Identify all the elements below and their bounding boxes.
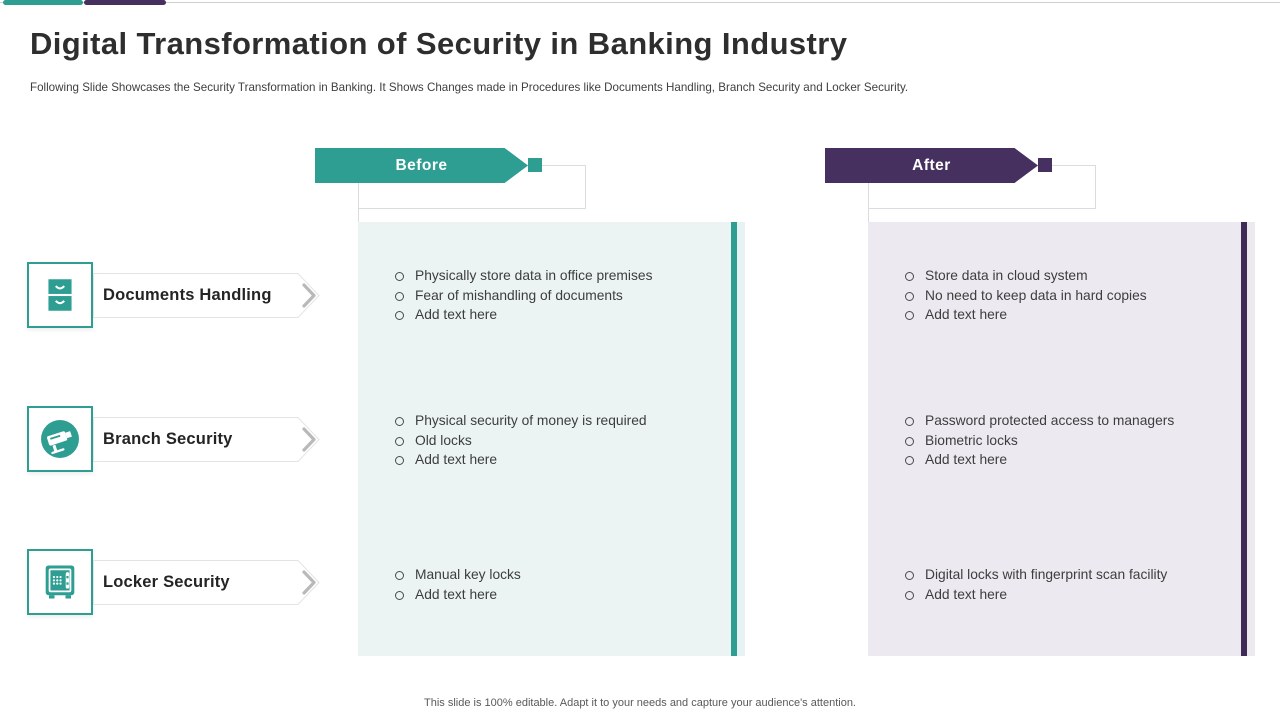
list-item: Manual key locks (392, 565, 721, 585)
branch-icon-box (27, 406, 93, 472)
row-documents-handling: Documents Handling (27, 262, 357, 328)
list-item: Add text here (392, 585, 721, 605)
row-label: Branch Security (103, 430, 233, 448)
row-branch-security: Branch Security (27, 406, 357, 472)
page-title: Digital Transformation of Security in Ba… (30, 26, 848, 61)
list-item: Add text here (902, 450, 1231, 470)
before-banner-square (528, 158, 542, 172)
after-banner-label: After (912, 156, 951, 174)
top-accent-purple (84, 0, 166, 5)
after-branch-list: Password protected access to managers Bi… (868, 411, 1231, 470)
cctv-camera-icon (41, 420, 79, 458)
before-banner: Before (315, 148, 528, 183)
locker-icon-box (27, 549, 93, 615)
list-item: Old locks (392, 431, 721, 451)
page-subtitle: Following Slide Showcases the Security T… (30, 81, 909, 94)
list-item: Physical security of money is required (392, 411, 721, 431)
safe-locker-icon (45, 565, 75, 599)
list-item: Biometric locks (902, 431, 1231, 451)
list-item: No need to keep data in hard copies (902, 286, 1231, 306)
before-documents-list: Physically store data in office premises… (358, 266, 721, 325)
list-item: Store data in cloud system (902, 266, 1231, 286)
top-divider-line (0, 2, 1280, 3)
chevron-right-icon (302, 427, 316, 452)
top-accent-teal (3, 0, 83, 5)
row-label-shape: Locker Security (93, 560, 325, 605)
row-label: Locker Security (103, 573, 230, 591)
list-item: Add text here (392, 450, 721, 470)
list-item: Add text here (902, 305, 1231, 325)
list-item: Physically store data in office premises (392, 266, 721, 286)
list-item: Password protected access to managers (902, 411, 1231, 431)
label-arrow-outline (93, 273, 320, 318)
chevron-right-icon (302, 283, 316, 308)
documents-icon-box (27, 262, 93, 328)
before-panel: Physically store data in office premises… (358, 222, 737, 656)
list-item: Add text here (902, 585, 1231, 605)
row-label-shape: Documents Handling (93, 273, 325, 318)
after-panel: Store data in cloud system No need to ke… (868, 222, 1247, 656)
label-arrow-outline (93, 417, 320, 462)
file-cabinet-icon (48, 279, 72, 311)
after-documents-list: Store data in cloud system No need to ke… (868, 266, 1231, 325)
after-connector-stub (868, 208, 869, 222)
before-branch-list: Physical security of money is required O… (358, 411, 721, 470)
row-locker-security: Locker Security (27, 549, 357, 615)
list-item: Digital locks with fingerprint scan faci… (902, 565, 1231, 585)
list-item: Add text here (392, 305, 721, 325)
chevron-right-icon (302, 570, 316, 595)
before-locker-list: Manual key locks Add text here (358, 565, 721, 604)
before-banner-label: Before (395, 156, 448, 174)
after-banner-square (1038, 158, 1052, 172)
footer-note: This slide is 100% editable. Adapt it to… (424, 697, 856, 709)
before-connector-stub (358, 208, 359, 222)
label-arrow-outline (93, 560, 320, 605)
row-label-shape: Branch Security (93, 417, 325, 462)
row-label: Documents Handling (103, 286, 272, 304)
after-locker-list: Digital locks with fingerprint scan faci… (868, 565, 1231, 604)
after-banner: After (825, 148, 1038, 183)
list-item: Fear of mishandling of documents (392, 286, 721, 306)
